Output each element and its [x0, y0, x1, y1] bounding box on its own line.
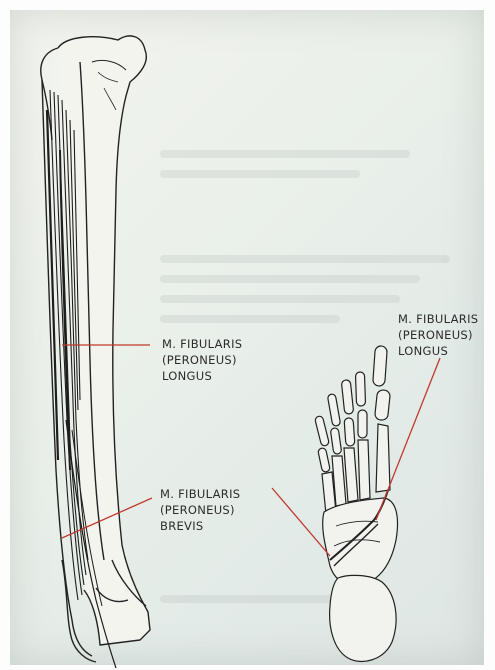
label-leg-brevis: M. FIBULARIS (PERONEUS) BREVIS — [160, 486, 240, 534]
label-line: M. FIBULARIS — [162, 336, 242, 352]
leader-line-foot-brevis — [272, 488, 330, 556]
label-line: LONGUS — [162, 368, 242, 384]
label-line: BREVIS — [160, 518, 240, 534]
label-line: LONGUS — [398, 343, 478, 359]
tibia-head — [58, 36, 150, 645]
label-line: (PERONEUS) — [160, 502, 240, 518]
label-line: (PERONEUS) — [398, 327, 478, 343]
label-line: (PERONEUS) — [162, 352, 242, 368]
foot-skeleton-drawing — [314, 346, 397, 662]
label-line: M. FIBULARIS — [160, 486, 240, 502]
leg-bones-drawing — [41, 36, 150, 662]
label-line: M. FIBULARIS — [398, 311, 478, 327]
label-foot-longus: M. FIBULARIS (PERONEUS) LONGUS — [398, 311, 478, 359]
calcaneus — [330, 575, 396, 661]
label-leg-longus: M. FIBULARIS (PERONEUS) LONGUS — [162, 336, 242, 384]
